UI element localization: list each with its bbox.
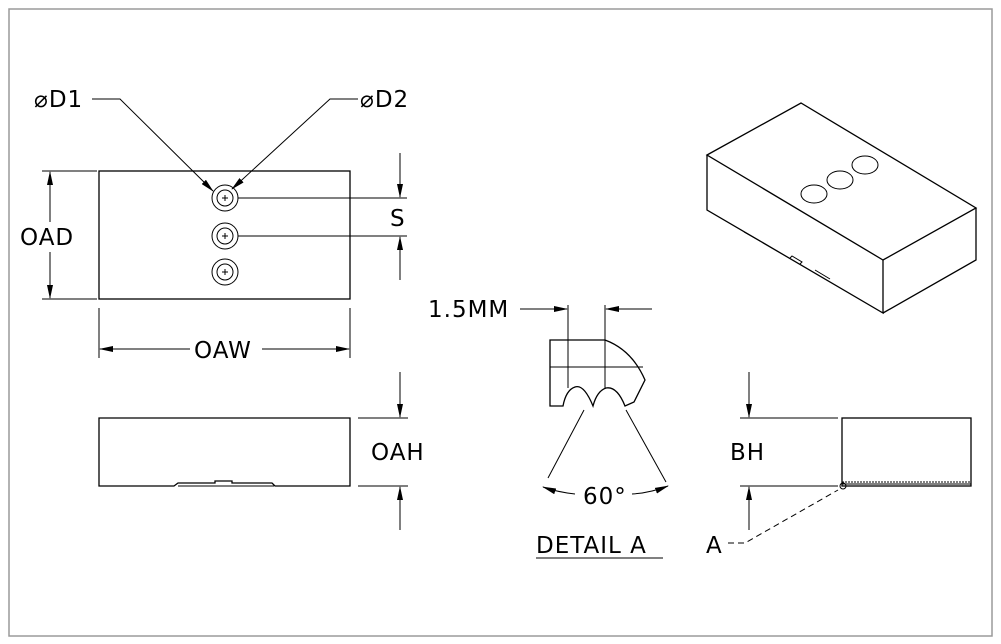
detail-a-view (520, 305, 669, 559)
sheet-border (8, 8, 993, 637)
d1-leader (92, 98, 214, 192)
detail-profile (549, 339, 646, 409)
iso-hole-2 (826, 170, 854, 190)
oah-label: OAH (371, 440, 425, 466)
iso-hole-3 (851, 155, 879, 175)
d2-leader (231, 98, 358, 190)
hole-3 (211, 258, 239, 286)
callout-leader (728, 489, 839, 544)
oaw-label: OAW (194, 338, 252, 364)
callout-label: A (706, 533, 723, 559)
angle-arc (542, 486, 576, 495)
d2-label: ⌀D2 (360, 87, 409, 113)
top-view (42, 98, 407, 358)
detail-marker (839, 482, 847, 490)
angle-label: 60° (583, 484, 627, 510)
side-view (728, 372, 972, 544)
isometric-view (705, 102, 978, 315)
hole-2 (211, 222, 239, 250)
detail-title: DETAIL A (536, 533, 647, 559)
iso-hole-1 (800, 184, 828, 204)
front-view (98, 372, 408, 530)
hole-1 (211, 184, 239, 212)
bh-label: BH (730, 440, 765, 466)
spacing-label: 1.5MM (428, 297, 509, 323)
oad-label: OAD (20, 225, 74, 251)
front-view-outline (98, 417, 351, 487)
s-label: S (390, 206, 406, 232)
d1-label: ⌀D1 (34, 87, 83, 113)
top-view-outline (98, 170, 351, 300)
side-view-outline (841, 417, 972, 487)
